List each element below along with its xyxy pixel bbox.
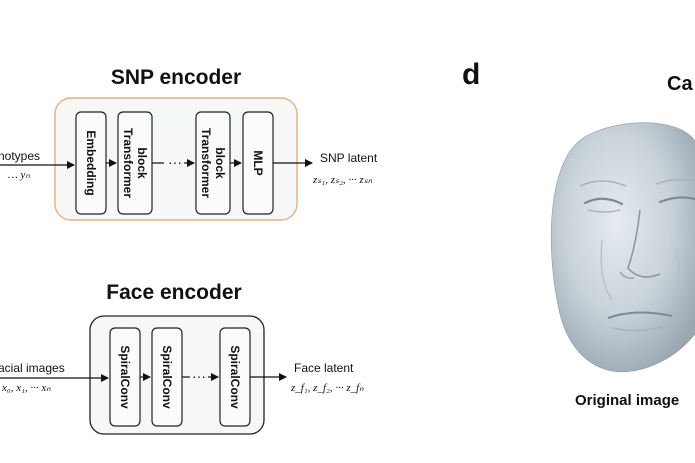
snp-output-vars: zₛ₁, zₛ₂, ··· zₛₙ bbox=[312, 174, 373, 186]
face-output-label: Face latent bbox=[294, 361, 354, 375]
face-ellipsis: ··· bbox=[192, 368, 206, 384]
face-mesh-image bbox=[550, 122, 695, 373]
snp-block-transformer-1-line1: Transformer bbox=[121, 128, 135, 198]
snp-block-transformer-1: Transformer block bbox=[117, 111, 153, 215]
snp-encoder-container bbox=[54, 97, 298, 221]
face-encoder-title: Face encoder bbox=[106, 281, 241, 304]
panel-d-letter: d bbox=[462, 58, 480, 91]
snp-block-transformer-1-line2: block bbox=[135, 147, 149, 179]
snp-ellipsis: ··· bbox=[168, 154, 182, 170]
snp-block-mlp-label: MLP bbox=[251, 150, 265, 175]
snp-input-label: notypes bbox=[0, 149, 40, 163]
snp-input-vars: … yₙ bbox=[8, 169, 30, 181]
panel-d-title-partial: Ca bbox=[667, 73, 693, 95]
snp-block-transformer-2-line1: Transformer bbox=[199, 128, 213, 198]
snp-block-embedding: Embedding bbox=[75, 111, 107, 215]
face-output-vars: z_f₁, z_f₂, ··· z_fₙ bbox=[290, 382, 364, 394]
panel-d-caption: Original image bbox=[575, 392, 679, 409]
face-block-spiralconv-3-label: SpiralConv bbox=[228, 345, 242, 409]
snp-output-label: SNP latent bbox=[320, 151, 378, 165]
snp-block-embedding-label: Embedding bbox=[84, 130, 98, 195]
face-block-spiralconv-2-label: SpiralConv bbox=[160, 345, 174, 409]
face-block-spiralconv-2: SpiralConv bbox=[151, 327, 183, 427]
face-block-spiralconv-1: SpiralConv bbox=[109, 327, 141, 427]
face-input-vars: x₀, x₁, ··· xₙ bbox=[1, 382, 51, 394]
face-block-spiralconv-1-label: SpiralConv bbox=[118, 345, 132, 409]
snp-block-transformer-2-line2: block bbox=[213, 147, 227, 179]
face-input-label: acial images bbox=[0, 361, 65, 375]
snp-block-mlp: MLP bbox=[242, 111, 274, 215]
face-block-spiralconv-3: SpiralConv bbox=[219, 327, 251, 427]
snp-block-transformer-2: Transformer block bbox=[195, 111, 231, 215]
snp-encoder-title: SNP encoder bbox=[111, 66, 241, 89]
